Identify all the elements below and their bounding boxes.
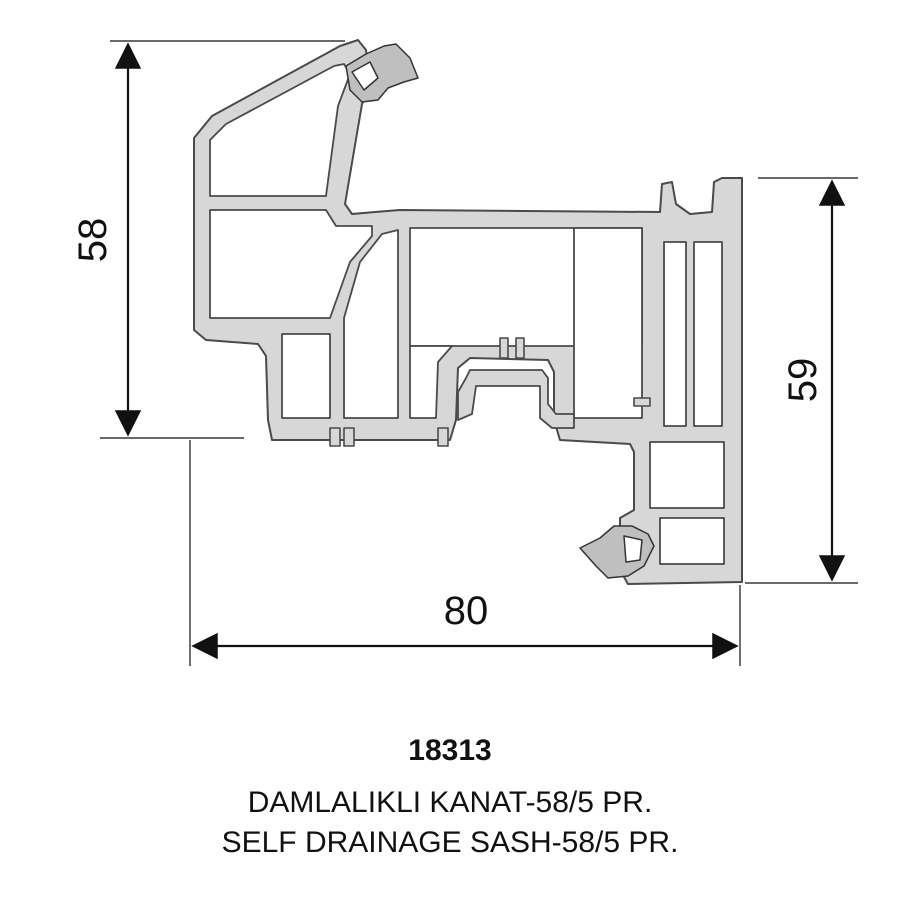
dimension-lines xyxy=(114,42,846,660)
dimension-label-bottom: 80 xyxy=(444,589,489,633)
product-name-english: SELF DRAINAGE SASH-58/5 PR. xyxy=(221,826,679,859)
lower-gasket xyxy=(579,525,655,579)
dimension-label-left: 58 xyxy=(71,218,115,263)
product-name-turkish: DAMLALIKLI KANAT-58/5 PR. xyxy=(247,786,653,819)
product-code: 18313 xyxy=(408,734,492,767)
extension-lines xyxy=(100,40,858,666)
upper-gasket xyxy=(345,43,419,103)
dimension-label-right: 59 xyxy=(781,358,825,403)
profile-channel xyxy=(457,369,575,429)
profile-cross-section xyxy=(193,39,743,585)
profile-ribs xyxy=(329,337,651,447)
profile-drawing: 58 59 80 xyxy=(71,39,858,666)
